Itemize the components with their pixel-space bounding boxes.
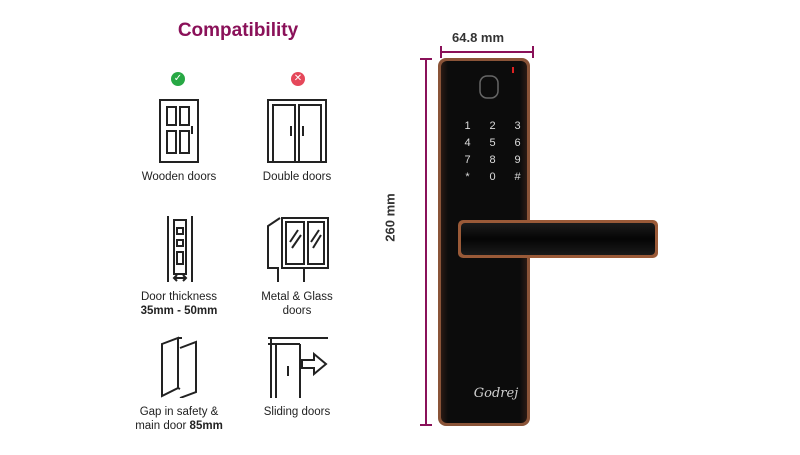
keypad-key-8[interactable]: 8 (489, 154, 496, 166)
keypad-key-4[interactable]: 4 (464, 137, 471, 149)
door-thickness-icon (167, 216, 193, 282)
keypad-key-6[interactable]: 6 (514, 137, 521, 149)
keypad-key-5[interactable]: 5 (489, 137, 496, 149)
keypad-key-hash[interactable]: # (514, 171, 521, 183)
width-dimension-line (440, 46, 534, 58)
keypad: 1 2 3 4 5 6 7 8 9 * 0 # (455, 118, 531, 184)
keypad-key-7[interactable]: 7 (464, 154, 471, 166)
double-doors-label: Double doors (262, 171, 332, 183)
keypad-key-0[interactable]: 0 (489, 171, 496, 183)
width-dimension-label: 64.8 mm (452, 30, 505, 45)
double-door-icon (267, 99, 327, 163)
brand-logo: Godrej (473, 386, 519, 401)
keypad-key-1[interactable]: 1 (464, 120, 471, 132)
check-icon: ✓ (171, 72, 185, 86)
wooden-door-icon (159, 99, 199, 163)
cross-icon: ✕ (291, 72, 305, 86)
page-title: Compatibility (177, 20, 299, 41)
keypad-key-2[interactable]: 2 (489, 120, 496, 132)
height-dimension-label: 260 mm (382, 193, 398, 242)
gap-label: Gap in safety &main door 85mm (135, 406, 223, 432)
keypad-key-3[interactable]: 3 (514, 120, 521, 132)
glass-door-icon (267, 217, 329, 282)
sliding-door-icon (268, 337, 328, 398)
door-gap-icon (161, 336, 197, 398)
sliding-doors-label: Sliding doors (263, 406, 331, 418)
height-dimension-line (420, 58, 432, 426)
keypad-key-9[interactable]: 9 (514, 154, 521, 166)
keypad-key-star[interactable]: * (465, 171, 470, 183)
smart-lock-image (438, 58, 658, 426)
wooden-doors-label: Wooden doors (141, 171, 217, 183)
